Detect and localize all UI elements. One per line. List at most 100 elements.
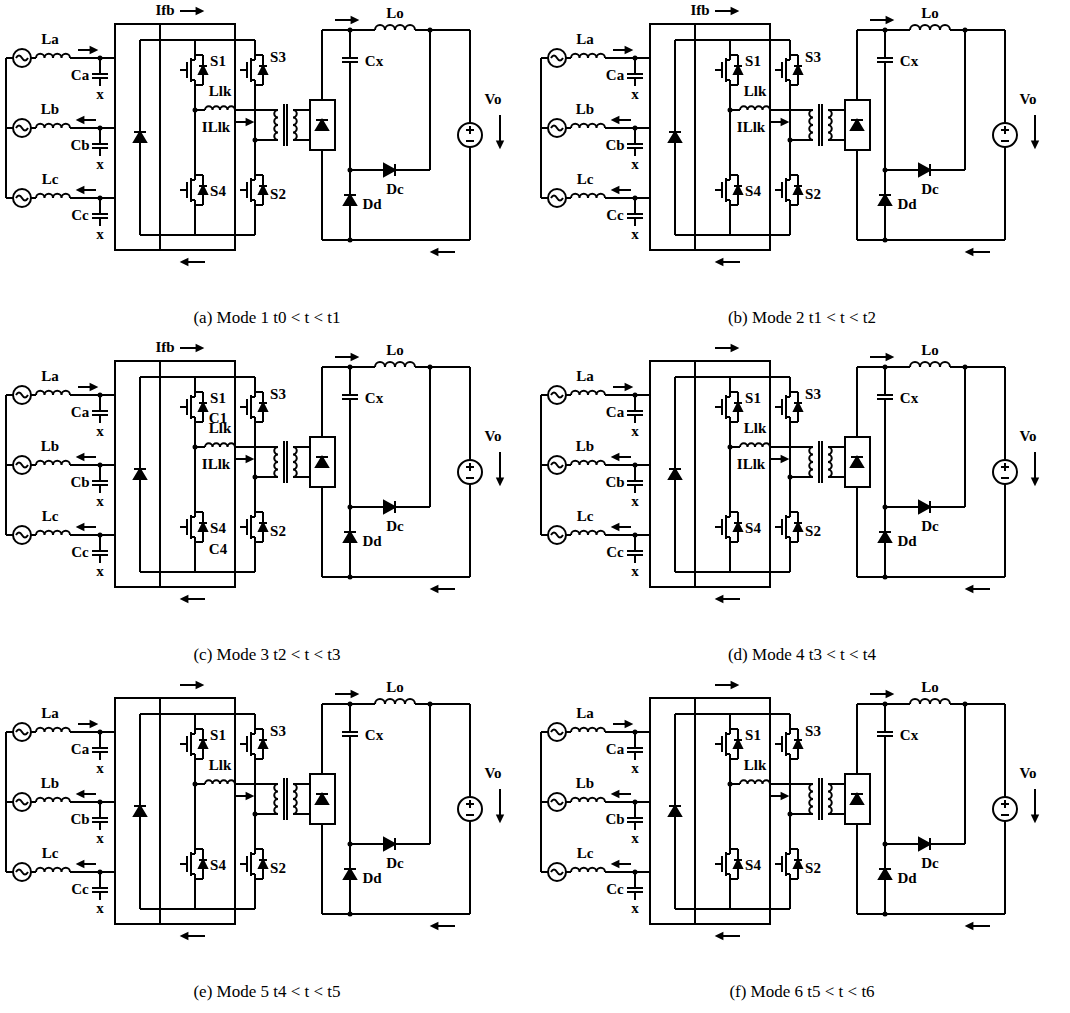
wire (794, 402, 802, 404)
component-label: Ca (71, 68, 89, 84)
component-label: S2 (805, 187, 821, 203)
wire (790, 541, 798, 543)
wire (255, 878, 263, 880)
diode-symbol (734, 66, 742, 74)
wire (255, 54, 263, 56)
diode-symbol (879, 532, 891, 542)
wire (159, 24, 161, 250)
component-label: S1 (210, 54, 226, 70)
wire (250, 178, 252, 202)
component-label: Cb (70, 812, 89, 828)
wire (190, 58, 192, 82)
wire (293, 446, 310, 448)
wire (466, 814, 474, 816)
current-arrow (887, 691, 892, 696)
junction-dot (883, 28, 888, 33)
current-arrow (1032, 816, 1037, 821)
wire (879, 194, 891, 196)
wire (190, 515, 192, 539)
inductor-symbol (910, 25, 950, 30)
wire (415, 703, 470, 705)
wire (729, 714, 731, 724)
wire (627, 213, 643, 215)
diode-symbol (316, 457, 328, 467)
component-label: Lc (577, 172, 594, 188)
wire (715, 743, 722, 745)
wire (785, 178, 787, 202)
component-label: S3 (805, 724, 821, 740)
wire (884, 844, 886, 869)
diode-symbol (734, 860, 742, 868)
wire (350, 506, 384, 508)
junction-dot (633, 800, 638, 805)
wire (541, 731, 548, 733)
wire (675, 39, 790, 41)
wire (930, 169, 965, 171)
ac-source-symbol (13, 119, 31, 137)
component-label: La (41, 369, 59, 385)
wire (789, 547, 791, 572)
wire (255, 541, 263, 543)
component-label: S4 (210, 858, 226, 874)
current-arrow (197, 8, 202, 13)
component-label: ILlk (737, 120, 765, 136)
wire (255, 511, 263, 513)
component-label: Vo (485, 429, 502, 445)
wire (1001, 140, 1009, 142)
current-arrow (182, 259, 187, 264)
component-label: x (96, 564, 104, 580)
wire (1004, 484, 1006, 577)
wire (415, 366, 470, 368)
wire (254, 427, 256, 507)
wire (6, 394, 13, 396)
wire (634, 822, 636, 830)
wire (316, 456, 328, 458)
wire (321, 824, 323, 914)
wire (250, 732, 252, 756)
wire (950, 29, 1005, 31)
current-arrow (182, 933, 187, 938)
wire (730, 848, 738, 850)
wire (541, 197, 548, 199)
wire (828, 446, 845, 448)
component-label: Lo (386, 343, 404, 359)
wire (715, 526, 722, 528)
ac-source-symbol (551, 800, 563, 805)
wire (469, 821, 471, 914)
wire (734, 859, 742, 861)
wire (259, 522, 267, 524)
current-arrow (78, 187, 83, 192)
wire (349, 399, 351, 507)
wire (605, 464, 650, 466)
current-arrow (247, 119, 252, 124)
ac-source-symbol (16, 196, 28, 201)
wire (99, 148, 101, 156)
component-label: La (41, 706, 59, 722)
component-label: x (96, 157, 104, 173)
inductor-symbol (36, 798, 70, 802)
component-label: x (631, 831, 639, 847)
wire (194, 714, 196, 724)
component-label: Ca (606, 405, 624, 421)
wire (1004, 30, 1006, 123)
wire (785, 852, 787, 876)
wire (195, 84, 203, 86)
diode-symbol (794, 66, 802, 74)
output-rectifier (310, 774, 335, 824)
wire (627, 550, 643, 552)
ac-source-symbol (548, 863, 566, 881)
wire (195, 878, 203, 880)
wire (541, 871, 548, 873)
wire (675, 571, 790, 573)
ac-source-symbol (16, 870, 28, 875)
wire (885, 843, 919, 845)
converter-box (115, 698, 235, 924)
wire (199, 402, 207, 404)
diode-symbol (669, 806, 681, 816)
wire (884, 542, 886, 577)
wire (255, 391, 263, 393)
wire (255, 728, 263, 730)
mode-circuit (6, 8, 503, 264)
wire (1004, 126, 1006, 134)
current-arrow (197, 682, 202, 687)
